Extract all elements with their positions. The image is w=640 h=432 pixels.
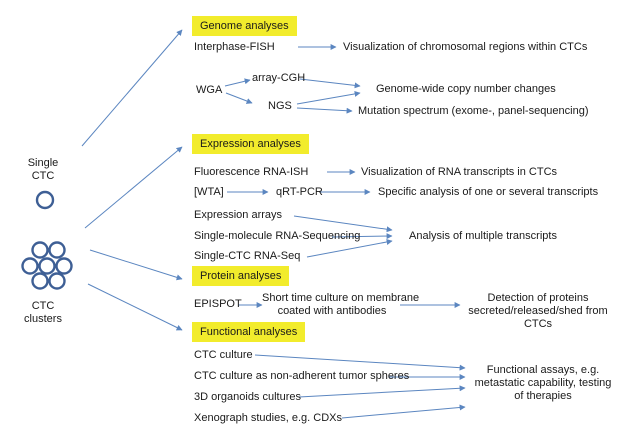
arrow-ngs-mut (296, 107, 353, 114)
arrow-to-genome (81, 29, 183, 147)
arrow-wga-ngs (225, 92, 253, 104)
functional-assays-line3: of therapies (514, 390, 572, 402)
organoids-label: 3D organoids cultures (194, 391, 302, 403)
functional-assays-line1: Functional assays, e.g. (486, 364, 600, 376)
arrow-arrays (293, 215, 393, 233)
single-ctc-cell-icon (35, 190, 55, 210)
protein-detection-line3: CTCs (523, 318, 553, 330)
ctc-cluster-label-line2: clusters (24, 313, 62, 325)
protein-analyses-header: Protein analyses (192, 266, 290, 286)
arrow-organoids (298, 385, 466, 398)
arrow-to-expression (84, 146, 183, 229)
ctc-cluster-label-line1: CTC (31, 300, 55, 312)
protein-detection-label: Detection of proteins secreted/released/… (463, 292, 613, 331)
arrow-xenograph (341, 404, 466, 419)
arrow-acgh-cn (299, 78, 361, 89)
arrow-single-ctc (306, 239, 393, 258)
wta-label: [WTA] (194, 186, 224, 198)
rna-ish-result-label: Visualization of RNA transcripts in CTCs (361, 166, 558, 178)
ngs-label: NGS (268, 100, 292, 112)
single-ctc-label-line2: CTC (31, 170, 55, 182)
functional-assays-line2: metastatic capability, testing (474, 377, 612, 389)
single-ctc-label: Single CTC (23, 157, 63, 183)
single-ctc-label-line1: Single (27, 157, 59, 169)
qrt-pcr-label: qRT-PCR (276, 186, 323, 198)
short-time-culture-line1: Short time culture on membrane (262, 292, 420, 304)
protein-detection-line1: Detection of proteins (487, 292, 589, 304)
interphase-fish-label: Interphase-FISH (194, 41, 275, 53)
xenograph-label: Xenograph studies, e.g. CDXs (194, 412, 342, 424)
genome-analyses-header: Genome analyses (192, 16, 297, 36)
functional-analyses-header: Functional analyses (192, 322, 306, 342)
ctc-culture-label: CTC culture (194, 349, 253, 361)
single-ctc-rnaseq-label: Single-CTC RNA-Seq (194, 250, 301, 262)
arrow-ngs-cn (296, 90, 361, 105)
expression-analyses-header: Expression analyses (192, 134, 309, 154)
short-time-culture-label: Short time culture on membrane coated wi… (262, 292, 420, 318)
copy-number-label: Genome-wide copy number changes (376, 83, 556, 95)
multiple-transcripts-label: Analysis of multiple transcripts (409, 230, 557, 242)
array-cgh-label: array-CGH (252, 72, 306, 84)
fish-result-label: Visualization of chromosomal regions wit… (343, 41, 588, 53)
rna-ish-label: Fluorescence RNA-ISH (194, 166, 309, 178)
qrt-pcr-result-label: Specific analysis of one or several tran… (378, 186, 599, 198)
ctc-cluster-icon (21, 241, 73, 290)
functional-assays-label: Functional assays, e.g. metastatic capab… (468, 364, 618, 403)
expression-arrays-label: Expression arrays (194, 209, 283, 221)
wga-label: WGA (196, 84, 223, 96)
single-molecule-rnaseq-label: Single-molecule RNA-Sequencing (194, 230, 361, 242)
short-time-culture-line2: coated with antibodies (277, 305, 387, 317)
arrow-wga-acgh (224, 78, 251, 87)
arrow-to-protein (89, 249, 183, 281)
epispot-label: EPISPOT (194, 298, 242, 310)
tumor-spheres-label: CTC culture as non-adherent tumor sphere… (194, 370, 410, 382)
arrow-single-molecule (331, 233, 393, 240)
mutation-spectrum-label: Mutation spectrum (exome-, panel-sequenc… (358, 105, 589, 117)
protein-detection-line2: secreted/released/shed from (468, 305, 608, 317)
ctc-cluster-label: CTC clusters (18, 300, 68, 326)
arrow-to-functional (87, 283, 183, 331)
arrow-ctc-culture (254, 354, 466, 371)
